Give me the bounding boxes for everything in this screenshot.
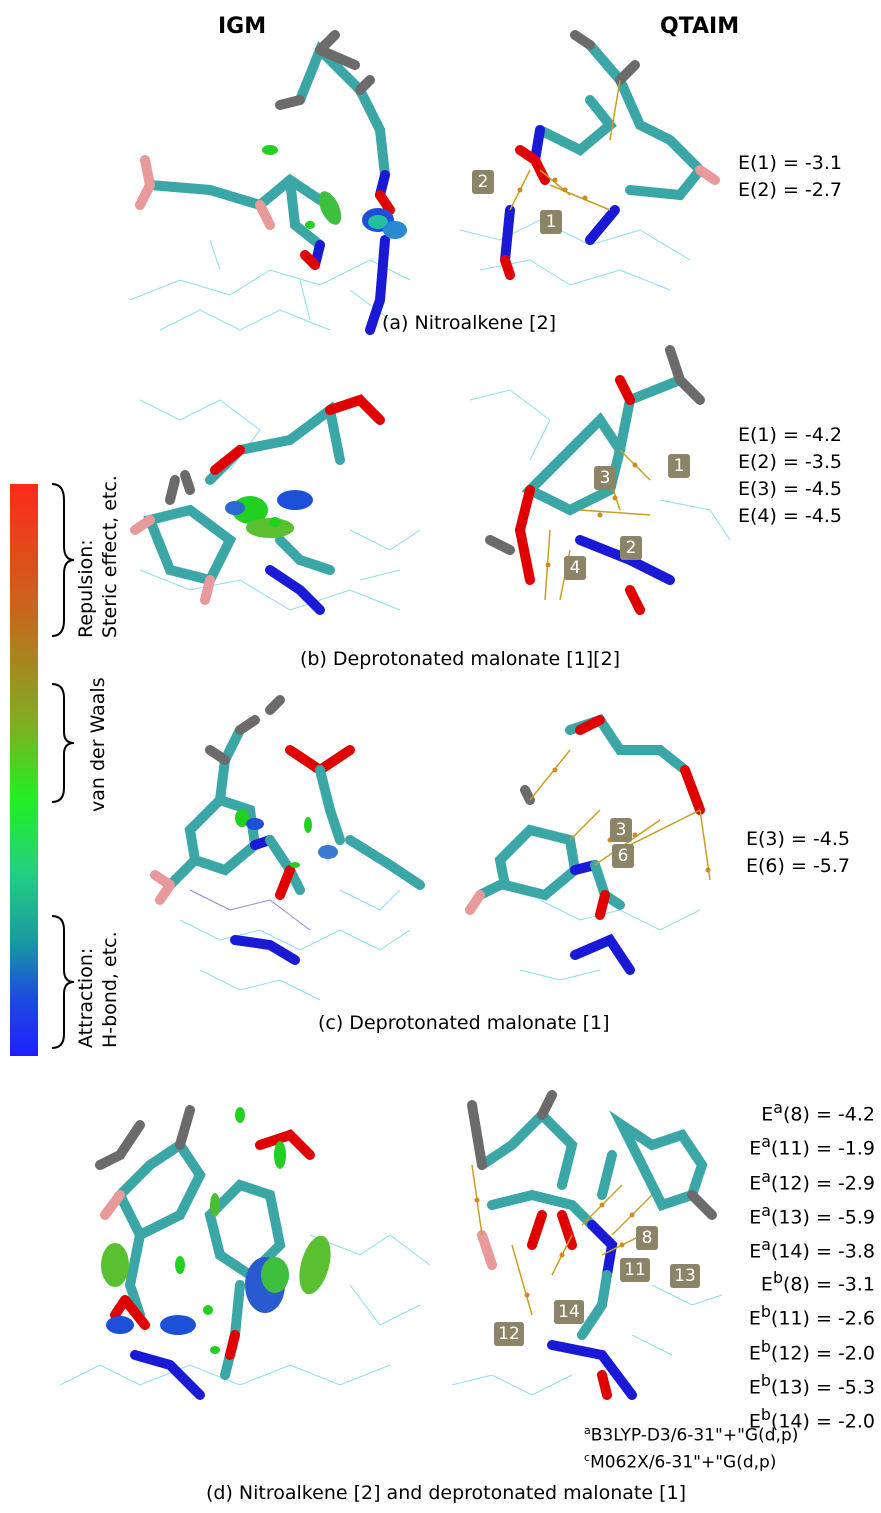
vdw-label: van der Waals (87, 677, 109, 812)
panel-a-caption: (a) Nitroalkene [2] (382, 312, 557, 334)
vdw-brace (51, 683, 75, 803)
panel-c-energies: E(3) = -4.5 E(6) = -5.7 (746, 828, 850, 877)
panel-c-label-3: 3 (610, 818, 632, 842)
panel-c-qtaim-structure (465, 714, 711, 981)
panel-d-label-14: 14 (554, 1300, 584, 1324)
panel-b-label-3: 3 (594, 466, 616, 490)
panel-d-igm-structure (60, 1105, 431, 1400)
panel-a-label-1: 1 (540, 210, 562, 234)
panel-d-label-13: 13 (670, 1264, 700, 1288)
panel-a-energies: E(1) = -3.1 E(2) = -2.7 (738, 152, 842, 201)
panel-b-caption: (b) Deprotonated malonate [1][2] (300, 648, 621, 670)
attraction-brace (51, 915, 75, 1049)
panel-c-label-6: 6 (612, 844, 634, 868)
panel-d-label-8: 8 (636, 1226, 658, 1250)
panel-d-label-12: 12 (494, 1322, 524, 1346)
panel-a-label-2: 2 (472, 170, 494, 194)
attraction-label: Attraction: H-bond, etc. (75, 931, 121, 1048)
repulsion-label: Repulsion: Steric effect, etc. (75, 475, 121, 638)
panel-b-label-1: 1 (668, 454, 690, 478)
panel-a-qtaim-structure (459, 30, 720, 291)
igm-header: IGM (218, 14, 267, 39)
panel-a-igm-structure (129, 30, 411, 335)
panel-c-igm-structure (150, 695, 425, 1001)
footnote-c: cM062X/6-31"+"G(d,p) (584, 1451, 777, 1473)
panel-b-label-2: 2 (620, 536, 642, 560)
panel-d-qtaim-structure (452, 1090, 723, 1400)
panel-d-energies-b: Eb(8) = -3.1 Eb(11) = -2.6 Eb(12) = -2.0… (748, 1268, 875, 1433)
panel-d-energies-a: Ea(8) = -4.2 Ea(11) = -1.9 Ea(12) = -2.9… (749, 1098, 875, 1263)
panel-b-igm-structure (130, 394, 421, 615)
repulsion-brace (51, 483, 75, 637)
panel-b-energies: E(1) = -4.2 E(2) = -3.5 E(3) = -4.5 E(4)… (738, 424, 842, 527)
qtaim-header: QTAIM (660, 14, 740, 39)
interaction-colorbar (10, 484, 38, 1056)
footnote-a: aB3LYP-D3/6-31"+"G(d,p) (584, 1424, 799, 1446)
panel-d-label-11: 11 (620, 1258, 650, 1282)
panel-d-caption: (d) Nitroalkene [2] and deprotonated mal… (206, 1482, 686, 1504)
panel-b-qtaim-structure (470, 345, 730, 615)
panel-c-caption: (c) Deprotonated malonate [1] (318, 1012, 610, 1034)
panel-b-label-4: 4 (564, 556, 586, 580)
